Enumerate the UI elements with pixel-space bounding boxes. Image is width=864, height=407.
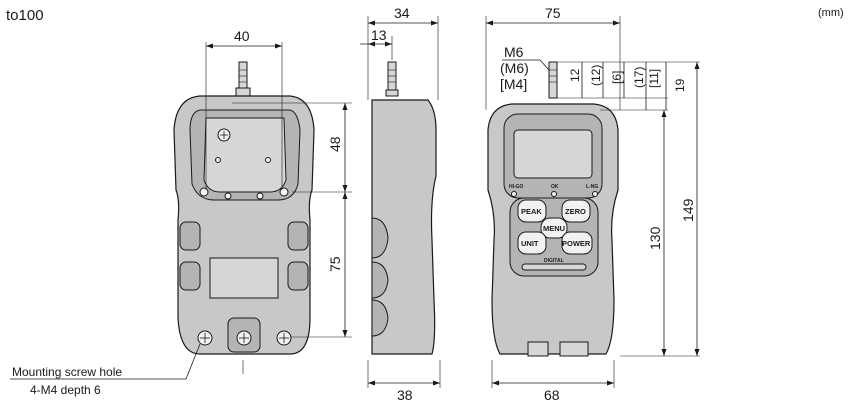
dim-back-lower: 75 <box>327 256 343 272</box>
dim-shaft-d: (17) <box>632 67 646 88</box>
dim-front-width: 75 <box>545 5 561 21</box>
dim-shaft-b: (12) <box>589 65 603 86</box>
back-view: 40 48 75 Mounting screw hole 4-M4 depth … <box>10 28 352 397</box>
dim-shaft-e: [11] <box>647 69 661 88</box>
power-button-label: POWER <box>562 239 591 248</box>
lcd-screen <box>513 129 593 179</box>
dim-back-width: 40 <box>234 28 250 44</box>
back-shaft-base <box>235 87 251 97</box>
peak-button-label: PEAK <box>521 207 542 216</box>
side-body <box>371 99 437 355</box>
indicator-digital: DIGITAL <box>544 258 564 264</box>
side-view: 34 13 38 <box>360 5 441 403</box>
front-shaft <box>548 61 558 99</box>
unit-button-label: UNIT <box>521 239 539 248</box>
front-view: HI-GO OK L-NG PEAK ZERO MENU UNIT POWER … <box>485 5 700 403</box>
indicator-lo: L-NG <box>586 184 598 190</box>
zero-button[interactable] <box>561 199 591 223</box>
zero-button-label: ZERO <box>565 207 586 216</box>
dim-back-upper: 48 <box>327 136 343 152</box>
menu-button[interactable] <box>540 217 568 239</box>
unit-label: (mm) <box>818 7 844 19</box>
dim-side-width: 34 <box>394 5 410 21</box>
menu-button-label: MENU <box>543 224 565 233</box>
dim-side-bottom: 38 <box>397 387 413 403</box>
dim-shaft-a: 12 <box>568 68 582 82</box>
model-label: to100 <box>6 7 44 24</box>
side-shaft <box>387 61 397 93</box>
peak-button[interactable] <box>517 199 547 223</box>
back-label-plate <box>209 257 279 299</box>
thread-label-alt: (M6) <box>500 60 529 76</box>
thread-label-small: [M4] <box>500 76 527 92</box>
indicator-ok: OK <box>551 184 559 190</box>
dim-shaft-c: [6] <box>610 71 624 84</box>
mounting-note-spec: 4-M4 depth 6 <box>30 383 101 397</box>
dim-front-bottom: 68 <box>544 387 560 403</box>
unit-button[interactable] <box>517 231 547 255</box>
power-button[interactable] <box>561 231 593 255</box>
thread-label-main: M6 <box>504 44 524 60</box>
indicator-hi: HI-GO <box>509 184 524 190</box>
dim-shaft-f: 19 <box>673 78 687 92</box>
dim-front-total-height: 149 <box>680 198 696 222</box>
dim-side-offset: 13 <box>371 27 387 43</box>
mounting-note-title: Mounting screw hole <box>12 365 122 379</box>
dim-front-body-height: 130 <box>647 226 663 250</box>
